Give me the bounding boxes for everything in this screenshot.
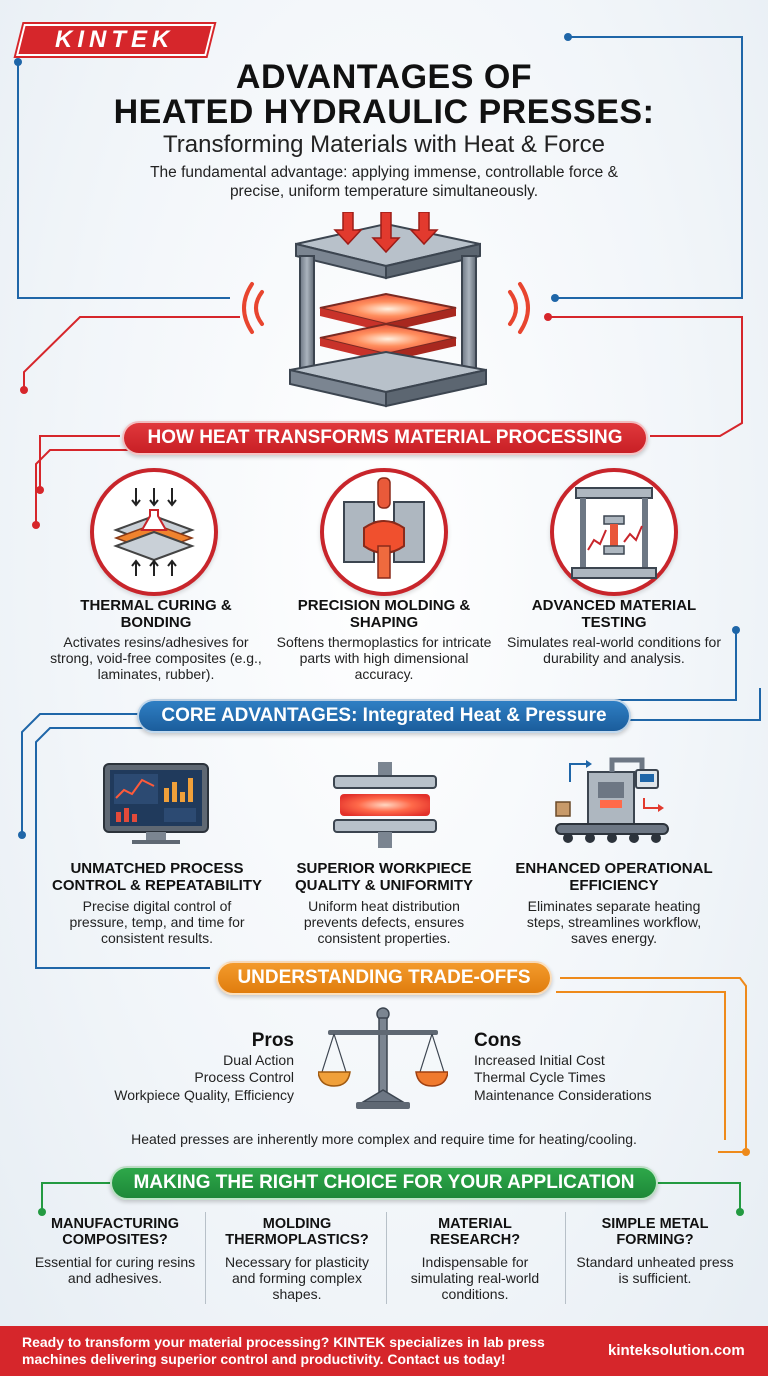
core-item-title: UNMATCHED PROCESS CONTROL & REPEATABILIT…	[52, 860, 262, 894]
cons-item: Maintenance Considerations	[474, 1087, 652, 1103]
cons-item: Increased Initial Cost	[474, 1052, 605, 1068]
choice-item-desc: Necessary for plasticity and forming com…	[225, 1254, 369, 1302]
core-item-title: SUPERIOR WORKPIECE QUALITY & UNIFORMITY	[294, 860, 474, 894]
page-title-line1: ADVANTAGES OF	[235, 58, 533, 96]
core-section-banner: CORE ADVANTAGES: Integrated Heat & Press…	[137, 699, 631, 733]
heat-item-title: THERMAL CURING & BONDING	[80, 597, 232, 631]
intro-text: The fundamental advantage: applying imme…	[150, 164, 618, 200]
page-title-line2: HEATED HYDRAULIC PRESSES:	[113, 93, 655, 131]
tradeoffs-section-banner: UNDERSTANDING TRADE-OFFS	[216, 961, 552, 995]
heat-item-desc: Simulates real-world conditions for dura…	[507, 634, 721, 666]
heat-item-title: ADVANCED MATERIAL TESTING	[531, 597, 697, 631]
core-item-desc: Precise digital control of pressure, tem…	[69, 898, 245, 946]
pros-heading: Pros	[251, 1030, 294, 1051]
tradeoffs-note: Heated presses are inherently more compl…	[131, 1131, 637, 1147]
choice-item-title: MOLDING THERMOPLASTICS?	[225, 1216, 369, 1248]
pros-item: Process Control	[194, 1069, 294, 1085]
heat-item-title: PRECISION MOLDING & SHAPING	[297, 597, 471, 631]
choice-item-desc: Indispensable for simulating real-world …	[410, 1254, 540, 1302]
footer-cta-text: Ready to transform your material process…	[22, 1334, 545, 1367]
choice-item-title: MANUFACTURING COMPOSITES?	[50, 1216, 180, 1248]
footer-website-link[interactable]: kinteksolution.com	[608, 1342, 745, 1359]
kintek-logo: KINTEK	[16, 24, 214, 56]
choice-divider	[565, 1212, 566, 1304]
molding-icon	[343, 477, 425, 579]
logo-text: KINTEK	[55, 26, 175, 53]
choice-divider	[386, 1212, 387, 1304]
page-subtitle: Transforming Materials with Heat & Force	[163, 131, 605, 158]
testing-icon	[571, 487, 657, 579]
heat-item-desc: Softens thermoplastics for intricate par…	[276, 634, 492, 682]
molding-icon-circle	[320, 468, 448, 596]
balance-scale-icon	[318, 1007, 448, 1109]
heat-item-desc: Activates resins/adhesives for strong, v…	[50, 634, 262, 682]
choice-divider	[205, 1212, 206, 1304]
curing-icon	[113, 488, 195, 576]
pros-item: Workpiece Quality, Efficiency	[114, 1087, 294, 1103]
footer-bar	[0, 1326, 768, 1376]
testing-icon-circle	[550, 468, 678, 596]
cons-heading: Cons	[474, 1030, 522, 1051]
core-item-title: ENHANCED OPERATIONAL EFFICIENCY	[515, 860, 713, 894]
core-item-desc: Uniform heat distribution prevents defec…	[303, 898, 465, 946]
heated-platen-icon	[333, 762, 437, 848]
choice-item-title: MATERIAL RESEARCH?	[429, 1216, 521, 1248]
heated-press-illustration	[242, 212, 530, 408]
choice-section-banner: MAKING THE RIGHT CHOICE FOR YOUR APPLICA…	[110, 1166, 658, 1200]
heat-section-banner: HOW HEAT TRANSFORMS MATERIAL PROCESSING	[122, 421, 648, 455]
pros-item: Dual Action	[223, 1052, 294, 1068]
monitor-icon	[103, 763, 209, 844]
conveyor-machine-icon	[555, 757, 669, 843]
choice-item-title: SIMPLE METAL FORMING?	[601, 1216, 709, 1248]
cons-item: Thermal Cycle Times	[474, 1069, 606, 1085]
choice-item-desc: Essential for curing resins and adhesive…	[34, 1254, 196, 1286]
choice-item-desc: Standard unheated press is sufficient.	[576, 1254, 734, 1286]
curing-icon-circle	[90, 468, 218, 596]
core-item-desc: Eliminates separate heating steps, strea…	[526, 898, 702, 946]
